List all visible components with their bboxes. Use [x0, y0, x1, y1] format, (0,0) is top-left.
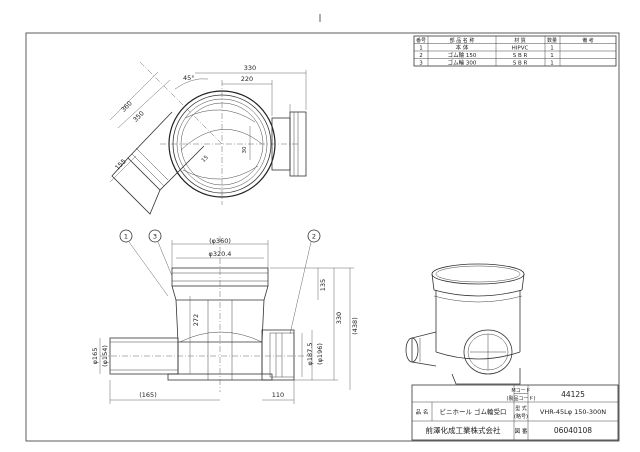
isometric-view [405, 263, 525, 385]
name-label: 品 名 [416, 408, 429, 416]
top-dim-350: 350 [131, 109, 145, 123]
callout-3-label: 3 [153, 233, 157, 241]
parts-row-1-qty: 1 [550, 46, 554, 52]
top-dim-220: 220 [241, 75, 253, 83]
front-dim-154: (φ154) [101, 345, 109, 367]
callout-1-label: 1 [124, 233, 128, 241]
m-code-label: Mコード [511, 388, 530, 394]
front-dim-196: (φ196) [316, 343, 324, 365]
drawing-frame [25, 32, 620, 442]
callout-2-circle [307, 229, 321, 243]
front-dim-187: φ187.5 [306, 343, 314, 366]
m-code-value: 44125 [561, 390, 585, 399]
name-value: ビニホール ゴム輪受口 [439, 407, 506, 416]
parts-header-no: 番号 [416, 37, 426, 44]
front-view: (φ360) φ320.4 135 330 (438) 272 φ165 (φ1… [91, 236, 359, 404]
front-dim-l165: (165) [139, 391, 156, 399]
parts-row-1-name: 本 体 [456, 44, 469, 52]
drawing-number: 06040108 [554, 426, 592, 435]
parts-row-2-name: ゴム輪 150 [448, 51, 477, 59]
parts-row-2-material: S B R [513, 53, 528, 59]
m-code-sub: (製品コード) [507, 395, 536, 402]
top-dim-15: 15 [201, 154, 211, 164]
front-dim-330: 330 [335, 312, 343, 324]
top-view: 45° 330 220 360 350 155 30 15 [109, 61, 307, 215]
front-dim-l110: 110 [272, 391, 284, 399]
top-angle-label: 45° [183, 74, 195, 82]
top-dim-30: 30 [242, 146, 248, 153]
front-dim-438: (438) [351, 317, 359, 334]
front-dim-272: 272 [192, 314, 200, 326]
top-dim-360: 360 [119, 99, 133, 113]
parts-header-name: 部 品 名 称 [450, 37, 475, 44]
parts-row-1-material: HIPVC [512, 46, 529, 52]
parts-header-material: 材 質 [514, 37, 526, 44]
top-dim-155: 155 [113, 157, 127, 171]
front-dim-360: (φ360) [209, 237, 231, 245]
parts-header-qty: 数量 [547, 37, 557, 44]
title-block: Mコード (製品コード) 44125 品 名 ビニホール ゴム輪受口 型 式 (… [411, 384, 619, 441]
front-dim-135: 135 [319, 279, 327, 291]
company-name: 前澤化成工業株式会社 [426, 425, 501, 435]
parts-row-3-no: 3 [419, 61, 423, 67]
front-dim-320: φ320.4 [209, 250, 232, 258]
parts-row-3-qty: 1 [550, 61, 554, 67]
callout-3-circle [148, 229, 162, 243]
drawing-label: 図 番 [515, 428, 528, 435]
model-sub: (略号) [514, 413, 528, 420]
front-dim-165: φ165 [91, 348, 99, 365]
parts-row-2-qty: 1 [550, 53, 554, 59]
parts-table: 番号 部 品 名 称 材 質 数量 備 考 1 本 体 HIPVC 1 2 ゴム… [413, 35, 617, 67]
parts-row-2-no: 2 [419, 53, 423, 59]
top-dim-330: 330 [244, 64, 256, 72]
callout-1-circle [119, 229, 133, 243]
parts-row-3-material: S B R [513, 61, 528, 67]
callouts: 1 3 2 [119, 229, 321, 335]
model-label: 型 式 [515, 405, 527, 412]
parts-row-3-name: ゴム輪 300 [448, 59, 477, 67]
model-value: VHR-45Lφ 150-300N [540, 408, 606, 416]
parts-header-note: 備 考 [582, 37, 594, 44]
parts-row-1-no: 1 [419, 46, 423, 52]
callout-2-label: 2 [312, 233, 316, 241]
